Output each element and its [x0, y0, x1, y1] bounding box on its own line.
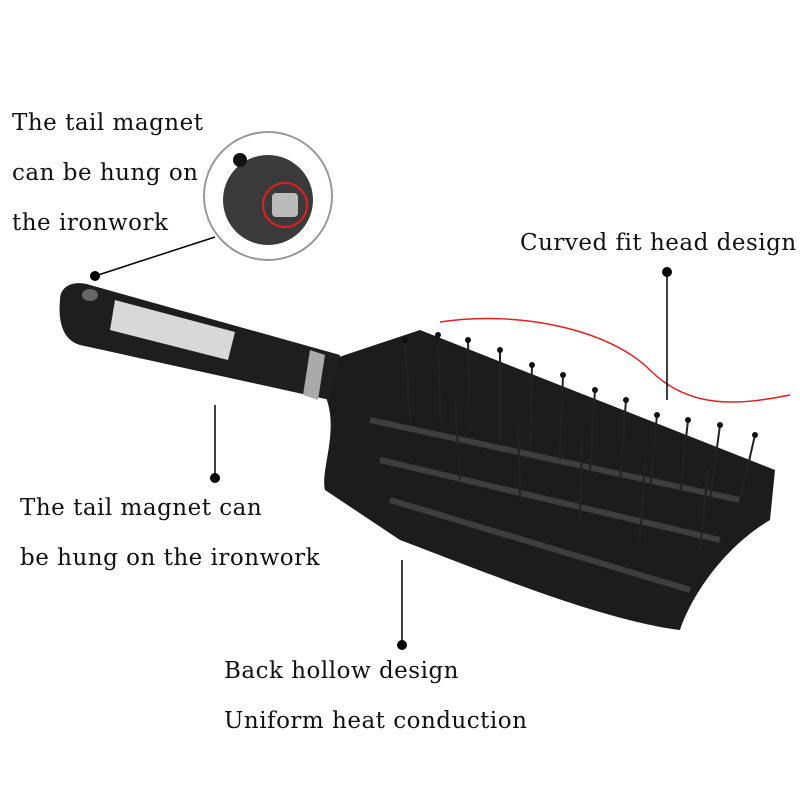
callout-tail-magnet-top-line3: the ironwork	[12, 210, 169, 236]
magnet-highlight	[262, 182, 308, 228]
callout-tail-magnet-bottom-line1: The tail magnet can	[20, 495, 263, 521]
callout-back-hollow-line2: Uniform heat conduction	[224, 708, 528, 734]
tail-hole	[82, 289, 98, 301]
magnet-icon	[272, 193, 298, 217]
callout-dots	[90, 267, 672, 650]
callout-curved-head: Curved fit head design	[520, 230, 797, 256]
callout-tail-magnet-bottom-line2: be hung on the ironwork	[20, 545, 321, 571]
callout-back-hollow-line1: Back hollow design	[224, 658, 459, 684]
handle-plate	[110, 300, 235, 360]
magnet-inset	[203, 131, 333, 261]
brush-handle	[59, 283, 341, 400]
bristles	[404, 334, 756, 551]
handle-ring	[303, 350, 325, 400]
brush-head	[324, 330, 775, 630]
callout-tail-magnet-top-line1: The tail magnet	[12, 110, 204, 136]
callout-lines	[94, 236, 668, 645]
callout-tail-magnet-top-line2: can be hung on	[12, 160, 199, 186]
brush-head-vents	[369, 417, 741, 593]
curve-accent-line	[439, 317, 791, 403]
